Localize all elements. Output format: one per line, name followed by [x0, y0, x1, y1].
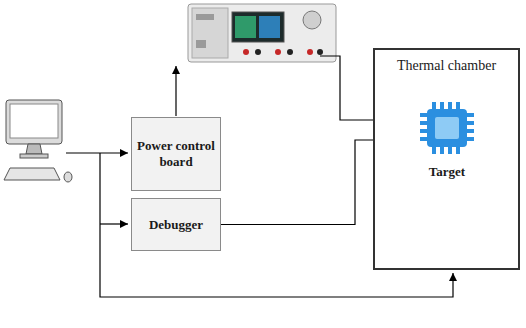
chip-icon: [420, 102, 474, 154]
chip-pin: [448, 102, 452, 110]
node-label: Debugger: [149, 217, 203, 233]
process-box: Debugger: [131, 198, 221, 251]
chip-pin: [466, 137, 474, 141]
display-readout: [235, 16, 256, 38]
computer-icon: [4, 100, 72, 182]
chip-pin: [466, 113, 474, 117]
chip-pin: [456, 146, 460, 154]
chip-pin: [420, 121, 428, 125]
terminal: [243, 49, 249, 55]
power-supply-icon: [188, 4, 336, 62]
wire-arrow: [66, 152, 128, 153]
supply-button: [196, 40, 206, 48]
terminal: [275, 49, 281, 55]
node-label: Power control board: [136, 138, 216, 170]
monitor: [6, 100, 62, 144]
supply-button: [196, 14, 214, 20]
chip-pin: [440, 146, 444, 154]
chip-pin: [466, 121, 474, 125]
chip-pin: [432, 146, 436, 154]
mouse: [64, 172, 72, 182]
chip-pin: [448, 146, 452, 154]
chip-pin: [466, 129, 474, 133]
terminal: [287, 49, 293, 55]
chip-pin: [456, 102, 460, 110]
supply-knob: [303, 11, 321, 29]
target-chip: Target: [420, 102, 474, 180]
supply-display: [232, 12, 284, 42]
wire-arrow: [175, 66, 176, 116]
display-readout: [259, 16, 280, 38]
chamber-box: Thermal chamberTarget: [373, 48, 520, 270]
keyboard: [4, 168, 60, 180]
chip-pin: [440, 102, 444, 110]
monitor-stand: [26, 144, 42, 154]
terminal: [255, 49, 261, 55]
process-box: Power control board: [131, 117, 221, 191]
node-label: Thermal chamber: [375, 50, 518, 74]
chip-pin: [432, 102, 436, 110]
chip-pin: [420, 113, 428, 117]
chip-pin: [420, 137, 428, 141]
wire-arrow: [100, 223, 128, 224]
terminal: [307, 49, 313, 55]
chip-pin: [420, 129, 428, 133]
chip-die: [435, 117, 459, 139]
screen: [10, 104, 58, 138]
supply-body: [188, 4, 336, 62]
node-label: Target: [429, 164, 465, 180]
monitor-base: [20, 154, 48, 158]
supply-panel: [192, 8, 228, 58]
terminal: [317, 49, 323, 55]
chip-body: [427, 109, 467, 147]
